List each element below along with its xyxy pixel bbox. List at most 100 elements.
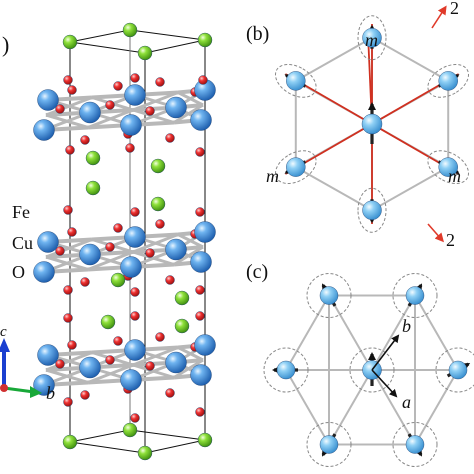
axis-b-label: b — [46, 383, 55, 403]
mirror-label-top: m — [365, 30, 378, 50]
o-atom — [130, 287, 140, 297]
axis-triad — [0, 338, 42, 398]
lattice-bond — [371, 369, 416, 445]
fe-atom — [37, 344, 59, 366]
fe-atom — [33, 261, 55, 283]
panel-c-magnetic-order: (c) b a — [246, 261, 474, 467]
fe-atom — [319, 435, 339, 454]
o-atom — [80, 277, 90, 287]
o-atom — [130, 413, 140, 423]
fe-bond — [45, 96, 93, 117]
lattice-bond — [414, 369, 459, 445]
cu-atom — [174, 290, 190, 306]
o-atom — [67, 227, 77, 237]
lattice-bond — [295, 36, 373, 82]
o-atom — [105, 355, 115, 365]
fe-atom — [286, 157, 306, 177]
o-atom — [113, 223, 123, 233]
o-atom — [63, 75, 73, 85]
fe-bond — [173, 245, 204, 266]
o-atom — [195, 285, 205, 295]
fe-atom — [319, 286, 339, 305]
site-circle — [306, 421, 352, 467]
o-atom — [130, 311, 140, 321]
fe-bond — [173, 358, 204, 379]
o-atom — [63, 205, 73, 215]
o-atom — [155, 219, 165, 229]
mirror-label-right: m — [448, 166, 461, 186]
o-atom — [105, 100, 115, 110]
fe-atom — [194, 221, 216, 243]
fe-atom — [33, 374, 55, 396]
fe-atom — [362, 28, 382, 48]
o-atom — [195, 311, 205, 321]
o-atom — [65, 145, 75, 155]
o-atom — [113, 336, 123, 346]
mirror-label-left: m — [266, 166, 279, 186]
cu-atom — [150, 158, 166, 174]
twofold-axis-arrows — [427, 5, 447, 243]
fe-atom — [124, 84, 146, 106]
o-atom — [130, 73, 140, 83]
cu-atom — [197, 432, 213, 448]
cu-atom — [122, 422, 138, 438]
axis-b-label-c: b — [402, 316, 411, 336]
cu-atom — [110, 272, 126, 288]
fe-atom — [79, 356, 101, 379]
o-atom — [67, 85, 77, 95]
o-atom — [165, 133, 175, 143]
fe-bond — [45, 238, 93, 259]
lattice-bond — [328, 295, 373, 371]
fe-atom — [79, 243, 101, 266]
o-atom — [195, 147, 205, 157]
fe-atom — [79, 101, 101, 124]
legend-fe: Fe — [12, 202, 30, 222]
legend-o: O — [12, 262, 25, 282]
panel-c-label: (c) — [246, 261, 268, 283]
lattice-bond — [328, 369, 373, 445]
o-atom — [63, 285, 73, 295]
fe-atom — [361, 113, 383, 135]
o-atom — [55, 246, 65, 256]
site-ellipse — [357, 15, 387, 61]
fe-atom — [124, 339, 146, 361]
o-atom — [165, 275, 175, 285]
fe-atom — [165, 238, 187, 261]
fe-atom — [276, 360, 296, 380]
fe-atom — [405, 435, 425, 454]
o-atom — [67, 340, 77, 350]
o-atom — [195, 407, 205, 417]
o-atom — [125, 143, 135, 153]
o-atom — [55, 359, 65, 369]
o-atom — [155, 332, 165, 342]
o-atom — [113, 81, 123, 91]
fe-atom — [286, 71, 306, 91]
site-ellipse — [274, 150, 317, 184]
lattice-bond — [371, 36, 449, 82]
site-ellipse — [274, 64, 317, 98]
fe-atom — [362, 200, 382, 220]
site-ellipse — [357, 187, 387, 233]
o-atom — [80, 135, 90, 145]
fe-atom — [438, 157, 458, 177]
fe-bond — [132, 346, 179, 367]
fe-bond — [87, 108, 134, 129]
lattice-bond — [285, 369, 330, 445]
cu-atom — [62, 434, 78, 450]
fe-atom — [37, 89, 59, 111]
fe-atom — [165, 351, 187, 374]
lattice-bond — [285, 295, 330, 371]
lattice-bond — [414, 295, 459, 371]
fe-bond — [132, 91, 179, 112]
site-circle — [392, 421, 438, 467]
fe-atom — [120, 114, 142, 136]
site-ellipse — [427, 150, 470, 184]
o-atom — [105, 242, 115, 252]
twofold-label-top: 2 — [450, 0, 459, 18]
cu-atom — [62, 34, 78, 50]
cu-atom — [150, 196, 166, 212]
lattice-bond — [371, 295, 416, 371]
o-atom — [130, 207, 140, 217]
panel-a-label: ) — [2, 32, 9, 57]
